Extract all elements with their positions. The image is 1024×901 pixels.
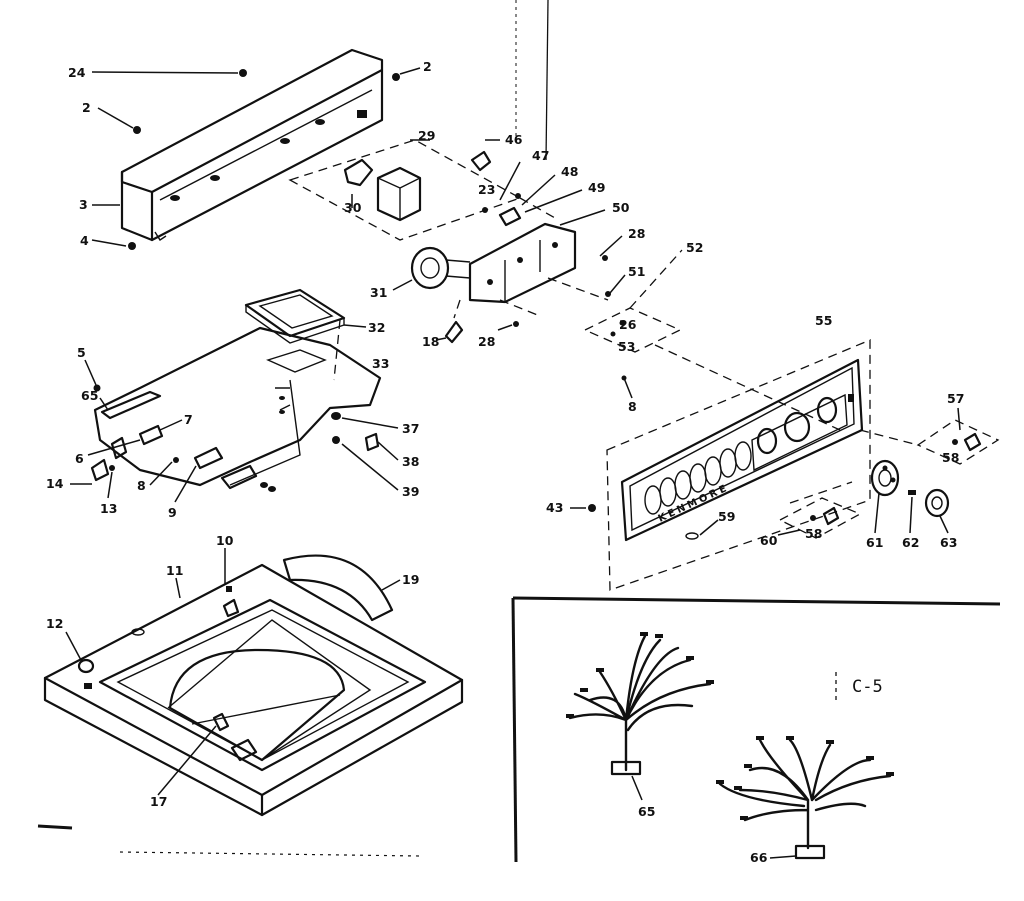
callout-51: 51 bbox=[628, 264, 645, 279]
dashed-guides-center bbox=[453, 197, 841, 431]
callout-61: 61 bbox=[866, 535, 883, 550]
callout-62: 62 bbox=[902, 535, 919, 550]
tub-ring-segment-part bbox=[282, 554, 394, 622]
callout-7: 7 bbox=[184, 412, 193, 427]
callout-52: 52 bbox=[686, 240, 703, 255]
callout-2: 2 bbox=[82, 100, 91, 115]
wire-harness-66 bbox=[716, 736, 894, 860]
small-parts-left bbox=[90, 436, 179, 482]
callout-13: 13 bbox=[100, 501, 117, 516]
callout-55: 55 bbox=[815, 313, 832, 328]
callout-3: 3 bbox=[79, 197, 88, 212]
callout-29: 29 bbox=[418, 128, 435, 143]
callout-57: 57 bbox=[947, 391, 964, 406]
callout-60: 60 bbox=[760, 533, 778, 548]
screws-top bbox=[128, 69, 400, 250]
washer-top-part bbox=[43, 563, 464, 817]
knob-assembly-part bbox=[870, 459, 950, 518]
callout-37: 37 bbox=[402, 421, 419, 436]
callout-46: 46 bbox=[505, 132, 523, 147]
timer-part bbox=[343, 158, 422, 222]
callout-18: 18 bbox=[422, 334, 439, 349]
callout-12: 12 bbox=[46, 616, 63, 631]
callout-24: 24 bbox=[68, 65, 86, 80]
callout-2: 2 bbox=[423, 59, 432, 74]
callout-59: 59 bbox=[718, 509, 735, 524]
callout-47: 47 bbox=[532, 148, 549, 163]
callout-31: 31 bbox=[370, 285, 387, 300]
inset-label: C-5 bbox=[852, 677, 883, 697]
callout-49: 49 bbox=[588, 180, 605, 195]
callout-8: 8 bbox=[628, 399, 637, 414]
callout-48: 48 bbox=[561, 164, 578, 179]
callout-9: 9 bbox=[168, 505, 177, 520]
callout-6: 6 bbox=[75, 451, 84, 466]
callout-39: 39 bbox=[402, 484, 419, 499]
callout-58: 58 bbox=[942, 450, 959, 465]
wire-harness-65 bbox=[566, 632, 714, 776]
callout-50: 50 bbox=[612, 200, 630, 215]
callout-28: 28 bbox=[478, 334, 495, 349]
callout-66: 66 bbox=[750, 850, 768, 865]
callout-32: 32 bbox=[368, 320, 385, 335]
callout-26: 26 bbox=[619, 317, 637, 332]
callout-10: 10 bbox=[216, 533, 234, 548]
callout-53: 53 bbox=[618, 339, 635, 354]
callout-65: 65 bbox=[81, 388, 98, 403]
callout-23: 23 bbox=[478, 182, 495, 197]
switch-bracket-part bbox=[410, 150, 577, 304]
callout-28: 28 bbox=[628, 226, 645, 241]
callout-63: 63 bbox=[940, 535, 957, 550]
inset-frame bbox=[511, 596, 1001, 863]
callout-17: 17 bbox=[150, 794, 167, 809]
callout-43: 43 bbox=[546, 500, 563, 515]
dispenser-cover-part bbox=[244, 288, 346, 344]
callout-labels: 24 2 2 3 4 29 30 46 47 48 49 50 23 28 51… bbox=[46, 59, 964, 865]
callout-8: 8 bbox=[137, 478, 146, 493]
callout-4: 4 bbox=[80, 233, 89, 248]
console-rail-part bbox=[120, 48, 384, 242]
callout-65: 65 bbox=[638, 804, 655, 819]
callout-14: 14 bbox=[46, 476, 64, 491]
callout-33: 33 bbox=[372, 356, 389, 371]
callout-58: 58 bbox=[805, 526, 822, 541]
mounting-plate-part bbox=[93, 326, 382, 492]
callout-19: 19 bbox=[402, 572, 419, 587]
callout-38: 38 bbox=[402, 454, 419, 469]
callout-30: 30 bbox=[344, 200, 362, 215]
callout-5: 5 bbox=[77, 345, 86, 360]
callout-11: 11 bbox=[166, 563, 183, 578]
